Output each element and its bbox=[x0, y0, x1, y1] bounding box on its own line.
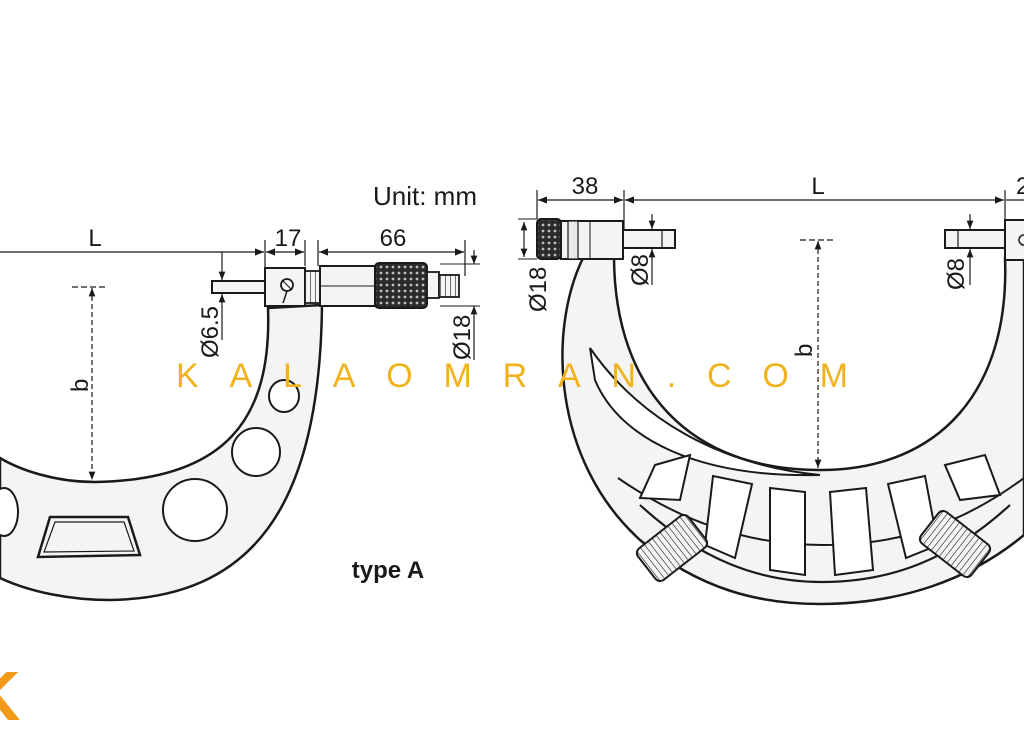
grip-pad bbox=[635, 513, 709, 583]
dim-38-label: 38 bbox=[572, 173, 599, 200]
spindle bbox=[622, 229, 676, 249]
grip-pad bbox=[918, 509, 992, 579]
frame-window bbox=[638, 453, 692, 502]
head-knurl bbox=[536, 218, 562, 260]
unit-label: Unit: mm bbox=[373, 181, 477, 211]
frame-window bbox=[943, 453, 1002, 502]
frame-slot bbox=[589, 347, 821, 477]
frame-hole bbox=[0, 487, 19, 537]
micrometer-type-a: L 17 66 Ø6.5 Ø18 b type A bbox=[0, 225, 480, 602]
dim-b-label: b bbox=[67, 379, 94, 392]
dim-66-label: 66 bbox=[380, 225, 407, 252]
dim-right-cut-label: 2 bbox=[1016, 173, 1024, 200]
anvil-block bbox=[1004, 219, 1024, 261]
dim-spindle-diameter: Ø8 bbox=[627, 254, 654, 286]
dim-head-diameter: Ø18 bbox=[525, 267, 552, 312]
logo-fragment: K bbox=[0, 657, 21, 735]
frame-window bbox=[828, 486, 875, 577]
ratchet bbox=[438, 274, 460, 298]
micrometer-large-frame: 38 L 2 Ø18 Ø8 Ø8 b bbox=[518, 173, 1024, 606]
frame-hole bbox=[162, 478, 228, 542]
dim-thimble-diameter: Ø18 bbox=[449, 315, 476, 360]
thimble-knurl bbox=[374, 262, 428, 309]
dim-17-label: 17 bbox=[275, 225, 302, 252]
dim-l-label: L bbox=[811, 173, 824, 200]
insulation-plate bbox=[36, 515, 142, 559]
dim-l-label: L bbox=[88, 225, 101, 252]
dim-anvil-diameter: Ø8 bbox=[943, 258, 970, 290]
dim-b-label: b bbox=[791, 344, 818, 357]
sleeve bbox=[304, 270, 321, 304]
dim-spindle-diameter: Ø6.5 bbox=[197, 306, 224, 358]
frame-window bbox=[769, 486, 806, 577]
anvil bbox=[944, 229, 1006, 249]
spindle bbox=[211, 280, 268, 294]
frame-hole bbox=[268, 379, 300, 413]
frame-hole bbox=[231, 427, 281, 477]
frame-window bbox=[703, 474, 754, 560]
type-label: type A bbox=[352, 557, 424, 584]
